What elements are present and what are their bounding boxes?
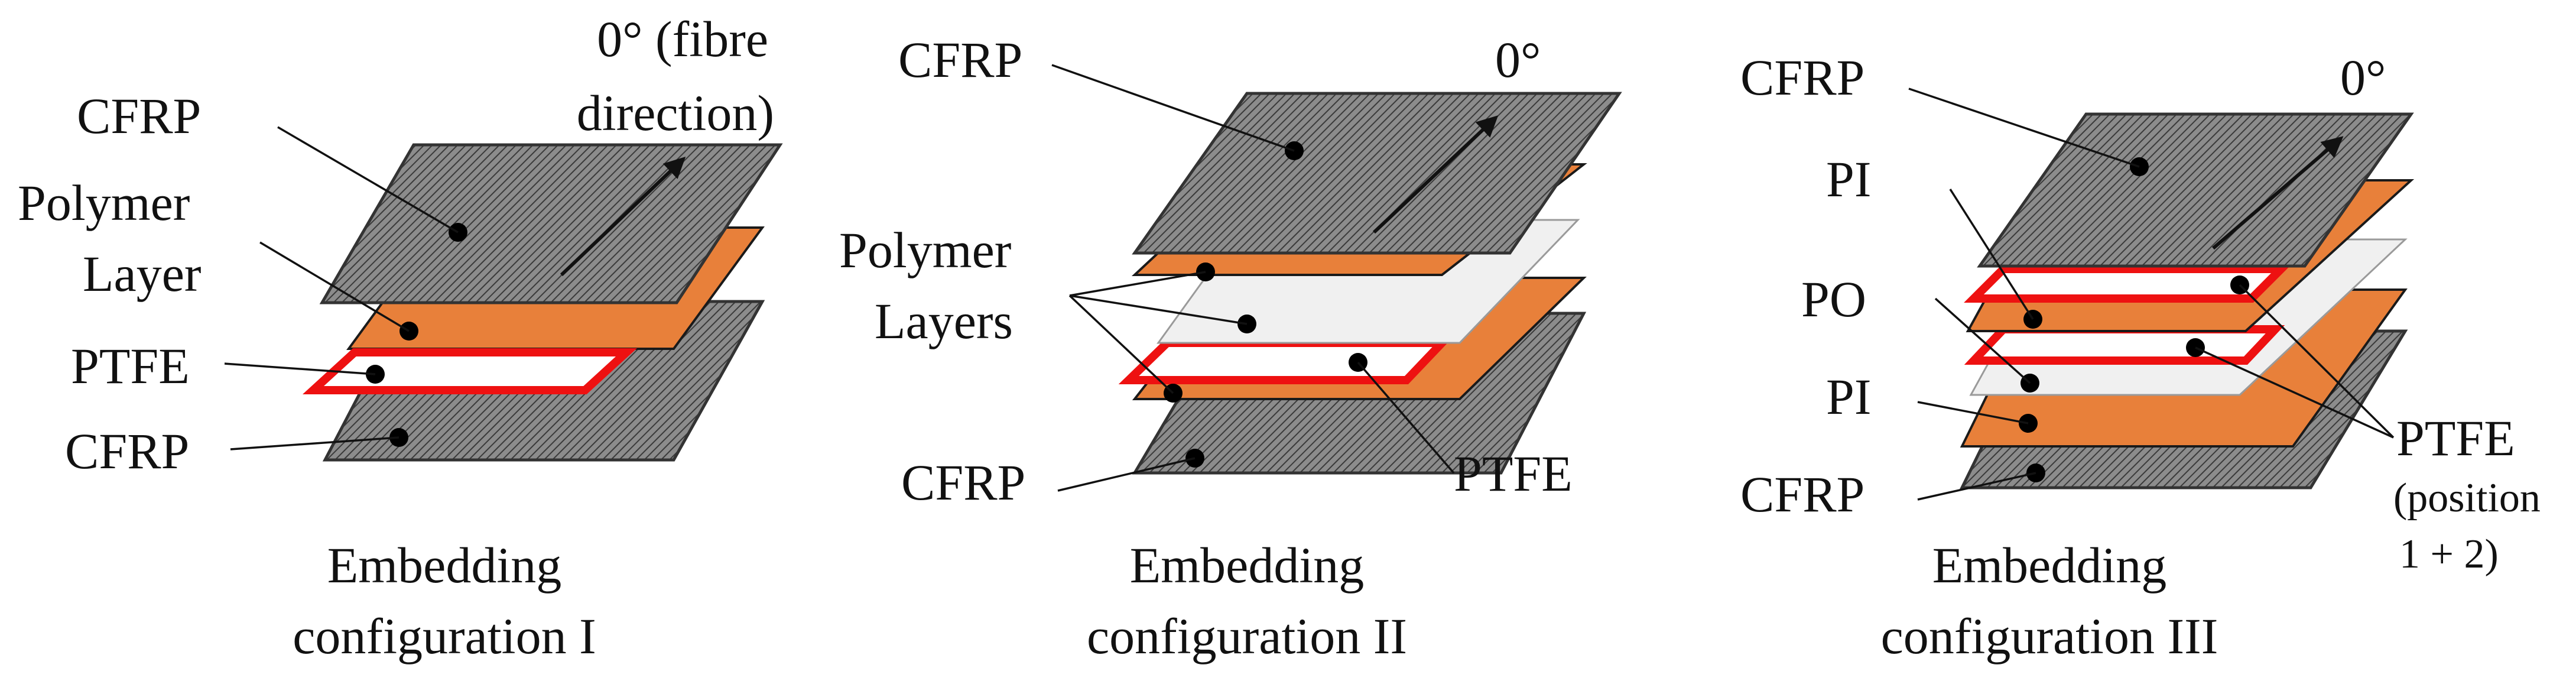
label-fibre-direction-1: 0° (fibre bbox=[597, 11, 768, 67]
leader-polymer-lower bbox=[1068, 294, 1174, 394]
panel-configuration-3: CFRP 0° PI PO PI CFRP PTFE (position 1 +… bbox=[1740, 49, 2541, 664]
label-polymer-2: Layers bbox=[875, 293, 1013, 349]
leader-pi-lower bbox=[1917, 401, 2029, 424]
cfrp-top-sheet bbox=[319, 143, 783, 304]
label-zero-deg: 0° bbox=[1495, 31, 1541, 88]
ptfe-strip bbox=[302, 348, 638, 394]
leader-cfrp-bottom bbox=[230, 436, 399, 450]
leader-po bbox=[1934, 297, 2031, 384]
label-ptfe-note-2: 1 + 2) bbox=[2399, 531, 2499, 577]
leader-cfrp-top bbox=[277, 126, 459, 234]
label-po: PO bbox=[1801, 271, 1866, 328]
label-ptfe: PTFE bbox=[71, 338, 190, 394]
panel-configuration-1: 0° (fibre direction) CFRP Polymer Layer … bbox=[18, 11, 783, 664]
label-polymer-2: Layer bbox=[83, 245, 202, 302]
label-cfrp-top: CFRP bbox=[898, 31, 1022, 88]
label-pi-bottom: PI bbox=[1826, 368, 1871, 425]
label-cfrp-bottom: CFRP bbox=[901, 454, 1025, 511]
label-ptfe: PTFE bbox=[1454, 445, 1573, 502]
caption-1-line2: configuration I bbox=[293, 608, 596, 664]
label-ptfe-note-1: (position bbox=[2393, 475, 2541, 521]
ptfe-strip-position-1 bbox=[1964, 265, 2291, 303]
leader-cfrp-bottom bbox=[1917, 472, 2036, 501]
label-pi-top: PI bbox=[1826, 151, 1871, 208]
leader-cfrp-bottom bbox=[1057, 457, 1196, 492]
caption-2-line1: Embedding bbox=[1130, 537, 1365, 594]
leader-pi-upper bbox=[1949, 189, 2034, 320]
caption-2-line2: configuration II bbox=[1087, 608, 1407, 664]
label-zero-deg: 0° bbox=[2340, 49, 2386, 106]
fibre-direction-arrow bbox=[2212, 136, 2344, 250]
ptfe-strip bbox=[1118, 339, 1452, 384]
panel-configuration-2: CFRP 0° Polymer Layers CFRP PTFE Embeddi… bbox=[839, 31, 1622, 664]
caption-1-line1: Embedding bbox=[327, 537, 562, 594]
cfrp-top-sheet bbox=[1977, 112, 2414, 268]
fibre-direction-arrow bbox=[560, 157, 686, 277]
fibre-direction-arrow bbox=[1372, 115, 1499, 234]
label-cfrp-top: CFRP bbox=[1740, 49, 1864, 106]
ptfe-strip-position-2 bbox=[1964, 325, 2285, 365]
leader-polymer-middle bbox=[1069, 294, 1248, 325]
leader-polymer bbox=[259, 241, 410, 332]
label-fibre-direction-2: direction) bbox=[577, 85, 774, 141]
label-cfrp-bottom: CFRP bbox=[1740, 466, 1864, 523]
label-cfrp-bottom: CFRP bbox=[65, 423, 189, 479]
leader-ptfe-1 bbox=[2239, 284, 2395, 439]
leader-polymer-upper bbox=[1069, 271, 1206, 297]
leader-ptfe bbox=[1357, 361, 1455, 474]
label-cfrp-top: CFRP bbox=[77, 87, 201, 144]
caption-3-line2: configuration III bbox=[1881, 608, 2218, 664]
label-polymer-1: Polymer bbox=[18, 174, 190, 231]
label-polymer-1: Polymer bbox=[839, 222, 1011, 278]
leader-ptfe-2 bbox=[2195, 346, 2394, 439]
leader-cfrp-top bbox=[1051, 64, 1295, 152]
label-ptfe: PTFE bbox=[2396, 410, 2515, 466]
leader-ptfe bbox=[224, 362, 376, 375]
caption-3-line1: Embedding bbox=[1932, 537, 2167, 594]
leader-cfrp-top bbox=[1908, 87, 2140, 168]
